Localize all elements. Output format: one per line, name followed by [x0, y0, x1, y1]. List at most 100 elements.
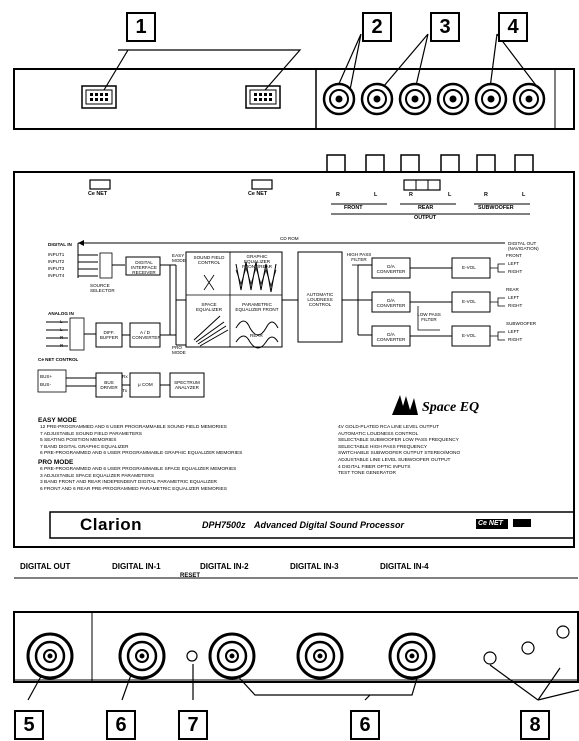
callout-6b: 6 — [350, 710, 380, 740]
label-input3: INPUT3 — [48, 266, 65, 271]
right-item: 4 DIGITAL FIBER OPTIC INPUTS — [338, 464, 411, 470]
label-evol-2: E-VOL — [462, 299, 476, 304]
callout-5: 5 — [14, 710, 44, 740]
label-analog-in: ANALOG IN — [48, 311, 74, 316]
right-item: SELECTABLE SUBWOOFER LOW PASS FREQUENCY — [338, 438, 459, 444]
label-evol-3: E-VOL — [462, 333, 476, 338]
label-r-front: R — [336, 192, 340, 198]
label-diff-buffer: DIFF. BUFFER — [99, 330, 119, 340]
label-front-left: LEFT — [508, 261, 520, 266]
label-rear-eq: REAR — [250, 333, 263, 338]
label-auto-loudness: AUTOMATIC LOUDNESS CONTROL — [306, 292, 334, 307]
label-input4: INPUT4 — [48, 273, 65, 278]
label-r-sub: R — [484, 192, 488, 198]
label-cd-rom: CD ROM — [280, 236, 299, 241]
easy-mode-title: EASY MODE — [38, 417, 77, 424]
label-reset: RESET — [180, 573, 201, 579]
label-spectrum: SPECTRUM ANALYZER — [174, 380, 200, 390]
label-front-right: RIGHT — [508, 269, 523, 274]
easy-item: 7 BAND DIGITAL GRAPHIC EQUALIZER — [40, 444, 129, 450]
callout-2: 2 — [362, 12, 392, 42]
callout-4: 4 — [498, 12, 528, 42]
label-evol-1: E-VOL — [462, 265, 476, 270]
model-description: Advanced Digital Sound Processor — [254, 520, 405, 530]
rear-panel-top — [13, 68, 575, 130]
label-sound-field: SOUND FIELD CONTROL — [193, 255, 225, 265]
right-item: ADJUSTABLE LINE LEVEL SUBWOOFER OUTPUT — [338, 457, 451, 463]
banner-cenet: Ce NET — [478, 520, 503, 527]
callout-8: 8 — [520, 710, 550, 740]
label-da-3: D/A CONVERTER — [376, 332, 406, 342]
label-analog-l1: L — [60, 319, 63, 324]
label-front-out: FRONT — [506, 253, 522, 258]
pro-item: 3 BAND FRONT AND REAR INDEPENDENT DIGITA… — [40, 480, 217, 486]
front-panel-bottom — [13, 611, 579, 683]
callout-3: 3 — [430, 12, 460, 42]
right-item: AUTOMATIC LOUDNESS CONTROL — [338, 431, 419, 437]
label-l-front: L — [374, 192, 378, 198]
label-da-2: D/A CONVERTER — [376, 298, 406, 308]
pro-item: 6 FRONT AND 6 REAR PRE-PROGRAMMED PARAME… — [40, 486, 227, 492]
label-sub-right: RIGHT — [508, 337, 523, 342]
right-item: TEST TONE GENERATOR — [338, 471, 396, 477]
label-subwoofer: SUBWOOFER — [478, 205, 514, 211]
easy-item: 5 SEATING POSITION MEMORIES — [40, 438, 117, 444]
label-bottom-in4: DIGITAL IN-4 — [380, 562, 429, 571]
label-ad: A / D CONVERTER — [132, 330, 161, 340]
pro-mode-title: PRO MODE — [38, 459, 74, 466]
label-high-pass: HIGH PASS FILTER — [346, 252, 372, 262]
pro-mode-list: 6 PRE-PROGRAMMED AND 6 USER PROGRAMMABLE… — [40, 467, 236, 493]
rca-jacks-bottom — [26, 625, 570, 680]
label-bottom-in3: DIGITAL IN-3 — [290, 562, 339, 571]
model-name: DPH7500z — [202, 520, 246, 530]
label-cenet-control: Ce NET CONTROL — [38, 357, 79, 362]
brand-logo: Clarion — [80, 515, 143, 534]
pro-item: 3 ADJUSTABLE SPACE EQUALIZER PARAMETERS — [40, 473, 155, 479]
label-low-pass: LOW PASS FILTER — [417, 312, 441, 322]
label-pro-mode: PRO MODE — [172, 345, 186, 355]
easy-item: 6 PRE-PROGRAMMED AND 6 USER PROGRAMMABLE… — [40, 451, 243, 457]
label-digital-in: DIGITAL IN — [48, 242, 72, 247]
pro-item: 6 PRE-PROGRAMMED AND 6 USER PROGRAMMABLE… — [40, 467, 237, 472]
label-analog-r2: R — [60, 343, 64, 348]
label-r-rear: R — [409, 192, 413, 198]
label-space-eq: SPACE EQUALIZER — [195, 302, 223, 312]
label-dir: DIGITAL INTERFACE RECEIVER — [131, 260, 157, 275]
label-bus-driver: BUS DRIVER — [100, 380, 118, 390]
easy-item: 12 PRE-PROGRAMMED AND 6 USER PROGRAMMABL… — [40, 425, 227, 430]
label-sub-out: SUBWOOFER — [506, 321, 537, 326]
label-tx: Tx — [122, 388, 128, 393]
label-ucom: μ COM — [138, 382, 153, 387]
label-rear-right: RIGHT — [508, 303, 523, 308]
easy-item: 7 ADJUSTABLE SOUND FIELD PARAMETERS — [40, 431, 142, 437]
space-eq-logo-mark — [392, 395, 418, 415]
callout-1: 1 — [126, 12, 156, 42]
label-rear-left: LEFT — [508, 295, 520, 300]
right-item: SELECTABLE HIGH PASS FREQUENCY — [338, 444, 428, 450]
label-da-1: D/A CONVERTER — [376, 264, 406, 274]
space-eq-logo: Space EQ — [422, 400, 480, 415]
label-parametric-eq: PARAMETRIC EQUALIZER FRONT — [235, 302, 279, 312]
cenet-label-2: Ce NET — [248, 191, 268, 197]
label-bottom-in1: DIGITAL IN-1 — [112, 562, 161, 571]
cenet-connector-2 — [245, 85, 281, 109]
easy-mode-list: 12 PRE-PROGRAMMED AND 6 USER PROGRAMMABL… — [40, 425, 242, 458]
label-sub-left: LEFT — [508, 329, 520, 334]
cenet-connector-1 — [81, 85, 117, 109]
feature-list-right: 4V GOLD-PLATED RCA LINE LEVEL OUTPUT AUT… — [338, 425, 460, 478]
label-bottom-in2: DIGITAL IN-2 — [200, 562, 249, 571]
label-analog-l2: L — [60, 327, 63, 332]
callout-7: 7 — [178, 710, 208, 740]
right-item: SWITCHABLE SUBWOOFER OUTPUT STEREO/MONO — [338, 451, 461, 457]
label-source-selector: SOURCE SELECTOR — [90, 283, 115, 293]
label-output: OUTPUT — [414, 215, 437, 221]
label-input2: INPUT2 — [48, 259, 65, 264]
right-item: 4V GOLD-PLATED RCA LINE LEVEL OUTPUT — [338, 425, 440, 430]
label-l-rear: L — [448, 192, 452, 198]
top-face — [13, 171, 575, 548]
callout-6a: 6 — [106, 710, 136, 740]
cenet-label-1: Ce NET — [88, 191, 108, 197]
label-front: FRONT — [344, 205, 363, 211]
label-rear-out: REAR — [506, 287, 519, 292]
